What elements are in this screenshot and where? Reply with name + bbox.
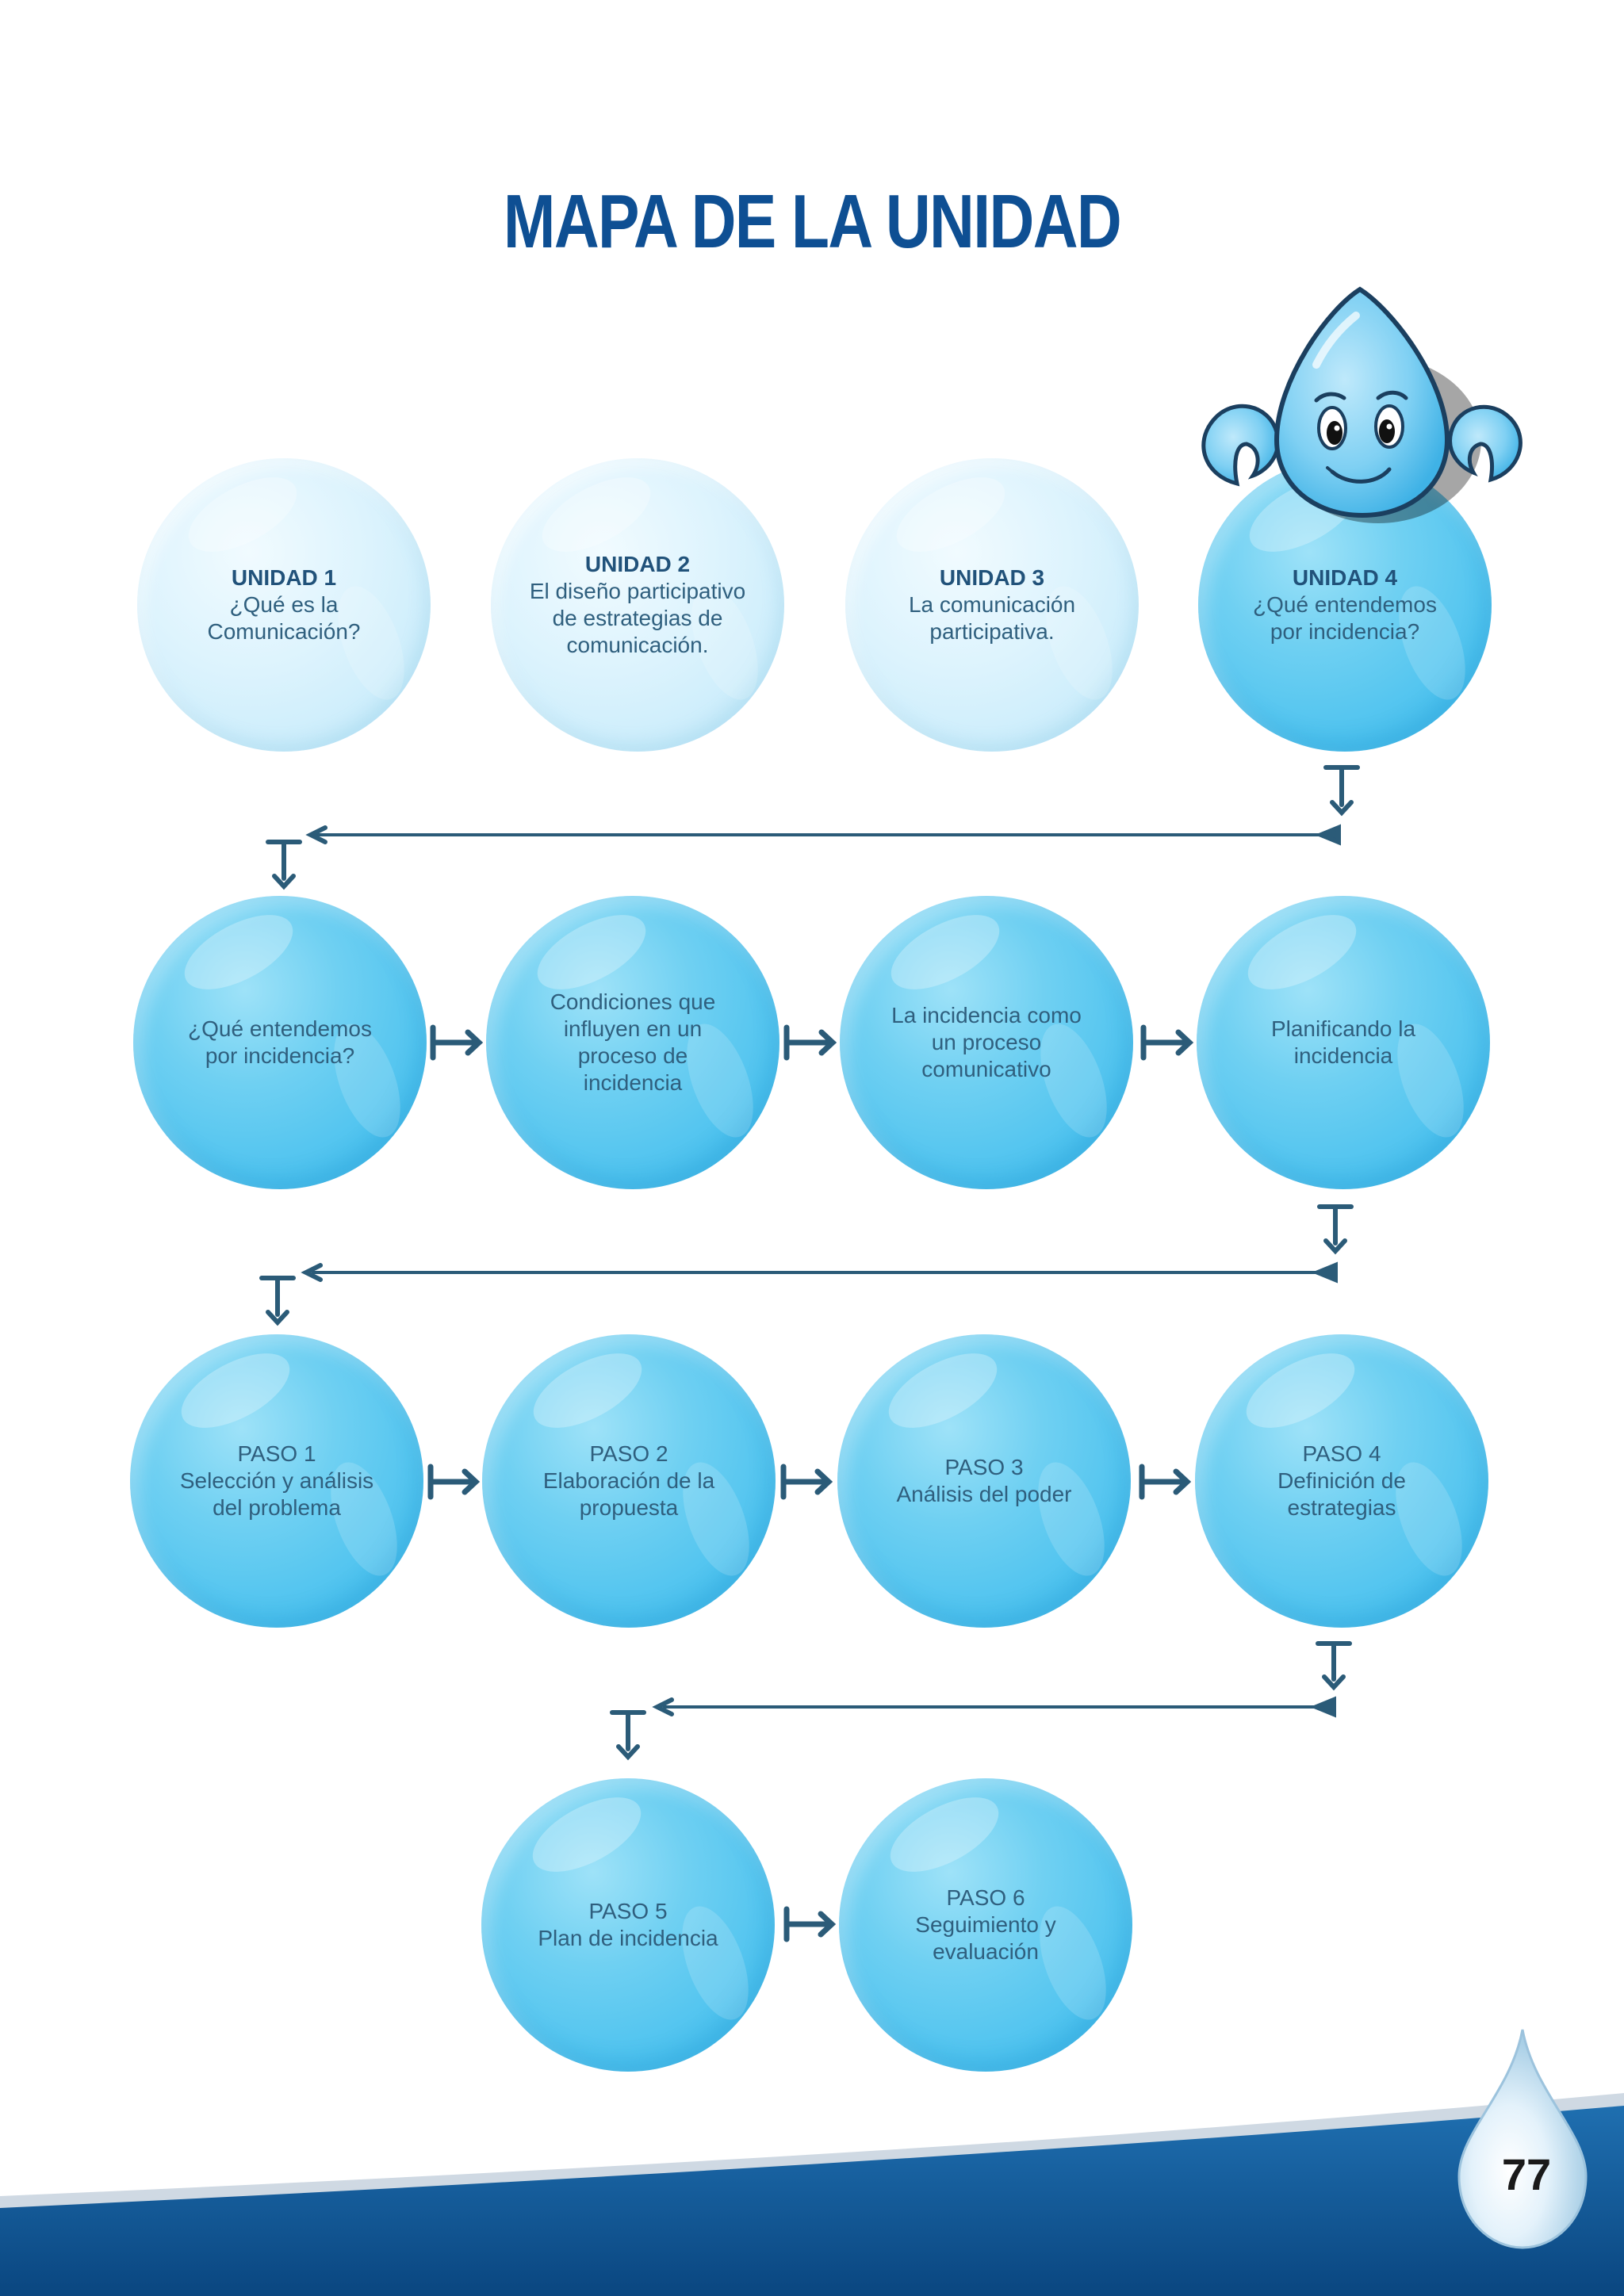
- step-text: Análisis del poder: [896, 1482, 1072, 1506]
- topic-text: incidencia: [1293, 1043, 1393, 1068]
- step-text: Definición de: [1277, 1468, 1406, 1493]
- step-text: PASO 4: [1302, 1441, 1381, 1466]
- footer-wave: [0, 2106, 1624, 2296]
- unit-label: UNIDAD 4: [1292, 565, 1398, 590]
- connector-row2-row3: [259, 1204, 1354, 1326]
- page-number: 77: [1501, 2149, 1552, 2199]
- step-text: Elaboración de la: [542, 1468, 715, 1493]
- step-3-bubble: PASO 3 Análisis del poder: [837, 1334, 1131, 1628]
- step-text: evaluación: [933, 1939, 1039, 1964]
- unit-label: UNIDAD 1: [231, 565, 337, 590]
- unit-text: participativa.: [929, 619, 1055, 644]
- topic-text: Planificando la: [1270, 1016, 1416, 1041]
- page-title: MAPA DE LA UNIDAD: [503, 179, 1122, 264]
- step-text: PASO 2: [589, 1441, 668, 1466]
- connector-row1-row2: [266, 765, 1360, 890]
- step-text: propuesta: [579, 1495, 679, 1520]
- step-text: Selección y análisis: [179, 1468, 374, 1493]
- unit-text: comunicación.: [566, 633, 709, 657]
- topic-text: por incidencia?: [205, 1043, 355, 1068]
- unit-2-bubble: UNIDAD 2 El diseño participativo de estrat…: [491, 458, 784, 752]
- step-text: Plan de incidencia: [538, 1926, 718, 1950]
- water-drop-icon: [1457, 2029, 1588, 2249]
- unit-text: La comunicación: [908, 592, 1076, 617]
- unit-text: ¿Qué entendemos: [1253, 592, 1437, 617]
- unit-text: ¿Qué es la: [229, 592, 339, 617]
- topic-text: influyen en un: [563, 1016, 703, 1041]
- unit-text: El diseño participativo: [529, 579, 746, 603]
- connector-row3-row4: [610, 1641, 1352, 1761]
- topic-text: ¿Qué entendemos: [188, 1016, 372, 1041]
- topic-text: incidencia: [583, 1070, 683, 1095]
- topic-text: La incidencia como: [891, 1003, 1082, 1027]
- topic-text: un proceso: [931, 1030, 1042, 1054]
- step-text: Seguimiento y: [915, 1912, 1056, 1937]
- unit-label: UNIDAD 2: [584, 552, 691, 576]
- step-5-bubble: PASO 5 Plan de incidencia: [481, 1778, 775, 2072]
- unit-text: Comunicación?: [207, 619, 361, 644]
- topic-text: comunicativo: [921, 1057, 1051, 1081]
- horizontal-arrows: [427, 1024, 1194, 1942]
- step-text: PASO 5: [588, 1899, 668, 1923]
- step-text: del problema: [213, 1495, 341, 1520]
- topic-3-bubble: La incidencia como un proceso comunicativo: [840, 896, 1133, 1189]
- unit-label: UNIDAD 3: [939, 565, 1045, 590]
- step-text: PASO 3: [944, 1455, 1024, 1479]
- unit-text: de estrategias de: [552, 606, 723, 630]
- unit-text: por incidencia?: [1270, 619, 1420, 644]
- step-text: PASO 1: [237, 1441, 316, 1466]
- topic-text: proceso de: [577, 1043, 688, 1068]
- step-text: estrategias: [1287, 1495, 1396, 1520]
- topic-text: Condiciones que: [550, 989, 716, 1014]
- step-text: PASO 6: [946, 1885, 1025, 1910]
- water-drop-mascot-icon: [1201, 286, 1522, 523]
